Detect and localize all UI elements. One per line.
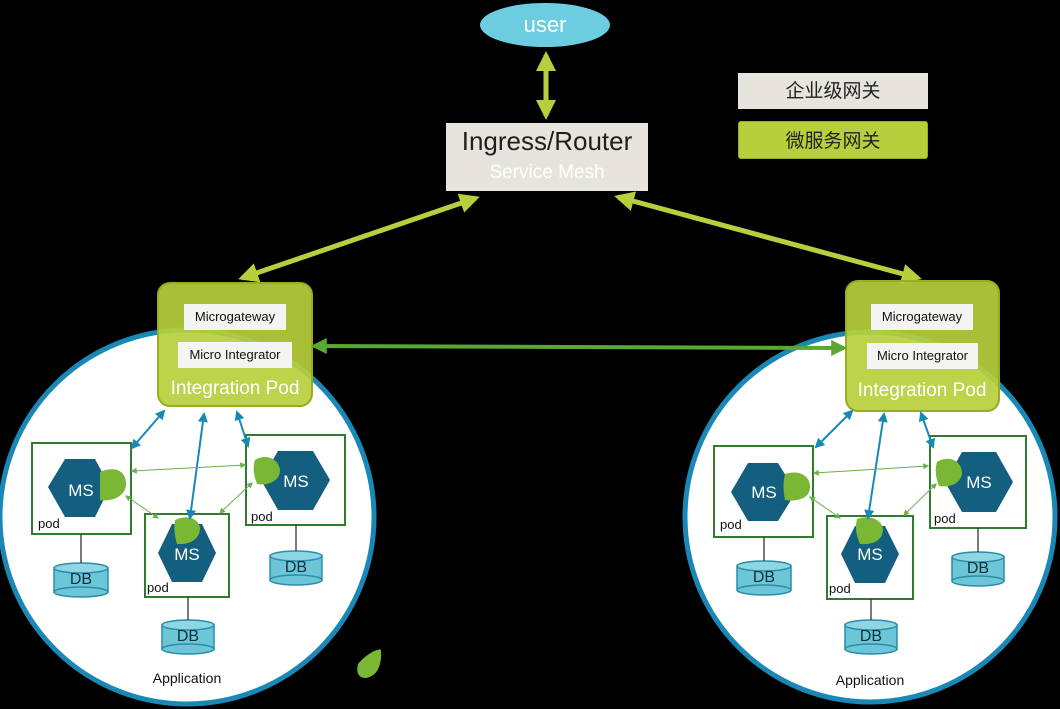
pod-label: pod	[251, 509, 273, 524]
legend-enterprise-gateway: 企业级网关	[738, 73, 928, 109]
mesh-links	[125, 462, 937, 519]
pod-label: pod	[147, 580, 169, 595]
integration-pod-label: Integration Pod	[857, 380, 987, 401]
db-cylinder	[844, 619, 898, 655]
ms-label: MS	[283, 472, 309, 491]
db-label: DB	[284, 559, 308, 576]
application-label: Application	[152, 670, 222, 686]
user-node	[480, 3, 610, 47]
micro-integrator-chip: Micro Integrator	[178, 342, 292, 368]
ingress-left-arrow	[238, 193, 480, 283]
ms-hexagon	[841, 526, 899, 583]
ingress-subtitle: Service Mesh	[489, 162, 605, 183]
db-label: DB	[176, 628, 200, 645]
db-cylinder	[269, 550, 323, 586]
leaf-sidecar-icon	[783, 472, 810, 501]
pod-label: pod	[934, 511, 956, 526]
ms-label: MS	[68, 481, 94, 500]
db-label: DB	[859, 628, 883, 645]
ms-label: MS	[857, 545, 883, 564]
db-cylinder	[161, 619, 215, 655]
ingress-right-arrow	[614, 191, 922, 284]
pod-label: pod	[38, 516, 60, 531]
ingress-router-box	[446, 123, 648, 191]
db-label: DB	[752, 569, 776, 586]
db-cylinder	[53, 562, 109, 598]
db-label: DB	[966, 560, 990, 577]
user-label: user	[523, 12, 567, 37]
ms-hexagon	[48, 459, 110, 517]
microgateway-chip: Microgateway	[184, 304, 286, 330]
micro-integrator-chip: Micro Integrator	[867, 343, 978, 369]
pod-label: pod	[720, 517, 742, 532]
db-connectors	[80, 525, 979, 620]
ms-label: MS	[751, 483, 777, 502]
leaf-sidecar-icon	[174, 517, 200, 545]
leaf-sidecar-icon	[935, 458, 962, 487]
microgateway-chip: Microgateway	[871, 304, 973, 330]
application-label: Application	[835, 672, 905, 688]
pod-to-pod-arrow	[310, 338, 848, 356]
leaf-sidecar-icon	[100, 469, 126, 501]
ms-hexagon	[158, 524, 216, 582]
leaf-icon	[357, 649, 382, 678]
leaf-sidecar-icon	[253, 457, 280, 485]
legend-microservice-gateway: 微服务网关	[738, 121, 928, 159]
ms-label: MS	[966, 473, 992, 492]
pod-label: pod	[829, 581, 851, 596]
integration-pod-label: Integration Pod	[170, 378, 300, 399]
ms-hexagon	[945, 452, 1013, 512]
db-label: DB	[69, 571, 93, 588]
ms-label: MS	[174, 545, 200, 564]
ingress-title: Ingress/Router	[461, 126, 633, 156]
db-cylinder	[736, 560, 792, 596]
leaf-sidecar-icon	[856, 517, 883, 545]
ms-hexagon	[731, 463, 796, 521]
